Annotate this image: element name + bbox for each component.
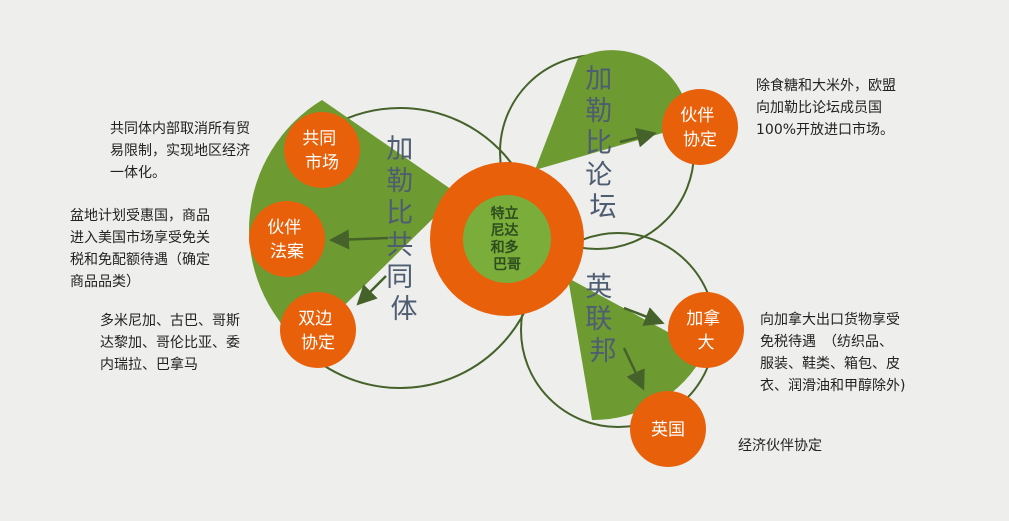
cariforum-char: 论 xyxy=(585,160,612,191)
note-line: 衣、润滑油和甲醇除外) xyxy=(760,378,906,394)
arrow-to-canada xyxy=(623,306,665,326)
caricom-label: 加 勒 比 共 同 体 xyxy=(386,134,422,325)
bilateral-node xyxy=(280,292,356,368)
cariforum-char: 坛 xyxy=(590,192,617,223)
node-line: 共同 xyxy=(302,129,336,149)
note-line: 进入美国市场享受免关 xyxy=(70,230,210,246)
partner-agreement-label: 伙伴 协定 xyxy=(680,106,719,150)
common-market-label: 共同 市场 xyxy=(302,129,341,173)
note-line: 易限制，实现地区经济 xyxy=(110,143,250,159)
cariforum-sector xyxy=(535,50,690,170)
center-line: 特立 xyxy=(491,205,519,222)
commonwealth-sector xyxy=(568,278,705,421)
canada-label: 加拿 大 xyxy=(686,308,725,353)
note-line: 多米尼加、古巴、哥斯 xyxy=(100,313,240,329)
uk-note: 经济伙伴协定 xyxy=(738,435,822,457)
note-line: 共同体内部取消所有贸 xyxy=(110,121,250,137)
center-label: 特立 尼达 和多 巴哥 xyxy=(491,205,524,273)
caricom-char: 同 xyxy=(386,262,413,293)
cariforum-label: 加 勒 比 论 坛 xyxy=(585,64,621,223)
uk-node xyxy=(630,391,706,467)
uk-label: 英国 xyxy=(651,420,685,440)
node-line: 协定 xyxy=(683,130,717,150)
center-inner-circle xyxy=(463,195,551,283)
note-line: 经济伙伴协定 xyxy=(738,438,822,454)
canada-note: 向加拿大出口货物享受 免税待遇 （纺织品、 服装、鞋类、箱包、皮 衣、润滑油和甲… xyxy=(760,309,905,397)
common-market-node xyxy=(284,112,360,188)
node-line: 双边 xyxy=(298,309,332,329)
arrow-to-partner-agreement xyxy=(619,127,657,148)
caricom-char: 共 xyxy=(386,230,413,261)
bilateral-note: 多米尼加、古巴、哥斯 达黎加、哥伦比亚、委 内瑞拉、巴拿马 xyxy=(100,310,240,376)
center-line: 和多 xyxy=(491,239,519,256)
commonwealth-label: 英 联 邦 xyxy=(585,272,621,367)
partner-bill-node xyxy=(249,201,325,277)
node-line: 市场 xyxy=(305,153,339,173)
common-market-note: 共同体内部取消所有贸 易限制，实现地区经济 一体化。 xyxy=(110,118,250,184)
caricom-char: 勒 xyxy=(386,166,413,197)
node-line: 法案 xyxy=(270,242,304,262)
note-line: 100%开放进口市场。 xyxy=(756,122,895,138)
note-line: 免税待遇 （纺织品、 xyxy=(760,334,893,350)
node-line: 伙伴 xyxy=(680,106,714,126)
note-line: 向加拿大出口货物享受 xyxy=(760,312,900,328)
bilateral-label: 双边 协定 xyxy=(298,309,337,353)
caricom-char: 加 xyxy=(386,134,413,165)
caricom-char: 比 xyxy=(386,198,413,229)
cariforum-char: 加 xyxy=(585,64,612,95)
node-line: 加拿 xyxy=(686,308,720,329)
partner-bill-note: 盆地计划受惠国，商品 进入美国市场享受免关 税和免配额待遇（确定 商品品类） xyxy=(70,205,210,293)
commonwealth-char: 英 xyxy=(585,272,612,303)
note-line: 一体化。 xyxy=(110,165,166,181)
center-line: 巴哥 xyxy=(493,257,521,273)
note-line: 商品品类） xyxy=(70,274,140,290)
cariforum-char: 比 xyxy=(585,128,612,159)
partner-agreement-node xyxy=(662,89,738,165)
note-line: 盆地计划受惠国，商品 xyxy=(70,208,210,224)
note-line: 税和免配额待遇（确定 xyxy=(70,252,210,268)
cariforum-char: 勒 xyxy=(585,96,612,127)
node-line: 伙伴 xyxy=(267,218,301,238)
center-line: 尼达 xyxy=(491,222,519,239)
canada-node xyxy=(668,292,744,368)
commonwealth-char: 联 xyxy=(585,304,612,335)
note-line: 服装、鞋类、箱包、皮 xyxy=(760,356,900,372)
partner-agreement-note: 除食糖和大米外，欧盟 向加勒比论坛成员国 100%开放进口市场。 xyxy=(756,75,896,141)
node-line: 英国 xyxy=(651,420,685,440)
node-line: 协定 xyxy=(301,333,335,353)
arrow-to-partner-bill xyxy=(329,229,389,250)
note-line: 向加勒比论坛成员国 xyxy=(756,100,882,116)
arrow-to-uk xyxy=(622,347,645,391)
partner-bill-label: 伙伴 法案 xyxy=(267,218,306,262)
caricom-char: 体 xyxy=(391,294,418,325)
node-line: 大 xyxy=(698,333,715,353)
commonwealth-char: 邦 xyxy=(590,336,617,367)
note-line: 达黎加、哥伦比亚、委 xyxy=(100,335,240,351)
note-line: 内瑞拉、巴拿马 xyxy=(100,357,198,373)
arrow-to-bilateral xyxy=(356,275,387,306)
note-line: 除食糖和大米外，欧盟 xyxy=(756,78,896,94)
